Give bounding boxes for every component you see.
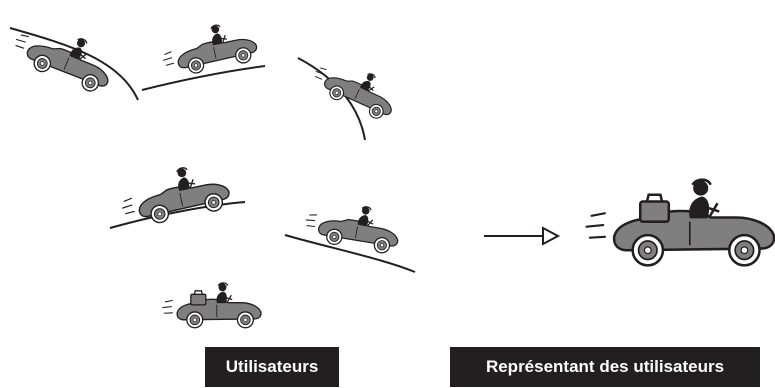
road-line (284, 234, 416, 273)
user-car-icon (302, 196, 404, 256)
user-car-icon (163, 283, 261, 328)
representative-label: Représentant des utilisateurs (450, 347, 760, 387)
users-label: Utilisateurs (205, 347, 339, 387)
road-line (141, 65, 266, 91)
representative-car-icon (586, 180, 774, 266)
user-car-icon (8, 15, 120, 97)
user-car-icon (116, 158, 233, 231)
right-arrow-icon (484, 226, 561, 246)
road-line (109, 201, 246, 229)
road-line (9, 27, 139, 101)
